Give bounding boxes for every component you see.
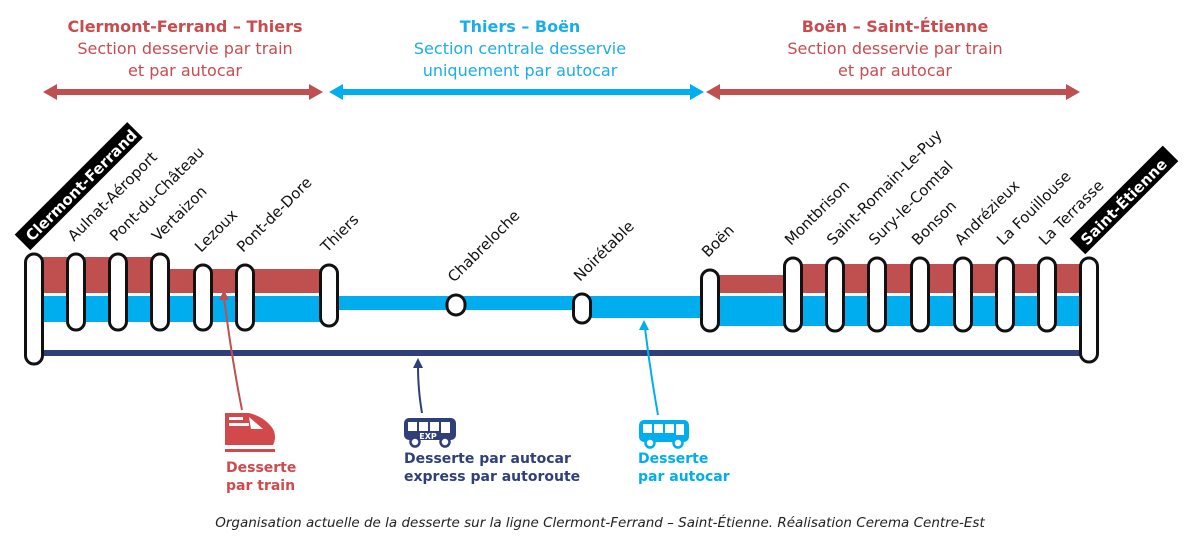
station-marker — [953, 256, 973, 333]
train-icon — [225, 413, 275, 452]
legend-express: Desserte par autocar express par autorou… — [404, 450, 580, 486]
section-header-clermont-thiers: Clermont-Ferrand – Thiers Section desser… — [40, 16, 330, 82]
station-marker — [910, 256, 930, 333]
train-band-upper — [42, 257, 162, 293]
legend-express-line2: express par autoroute — [404, 469, 581, 485]
section-header-thiers-boen: Thiers – Boën Section centrale desservie… — [370, 16, 670, 82]
service-bands — [36, 257, 1088, 356]
station-marker — [700, 268, 720, 333]
station-saint-etienne: Saint-Étienne — [1069, 145, 1179, 364]
station-label: Thiers — [316, 210, 362, 256]
section-title: Boën – Saint-Étienne — [801, 17, 989, 36]
express-line — [36, 350, 1088, 356]
train-band-right-low — [710, 275, 794, 293]
legend-train-line2: par train — [226, 478, 296, 494]
station-label: Boën — [698, 221, 738, 261]
station-marker — [24, 252, 44, 366]
train-leader-line — [223, 297, 243, 411]
station-marker — [150, 252, 170, 332]
autocar-leader-line — [644, 327, 659, 416]
leader-lines — [219, 290, 659, 416]
legend-train-line1: Desserte — [226, 460, 297, 476]
section-arrows — [43, 84, 1080, 100]
station-marker — [867, 256, 887, 333]
station-marker — [445, 293, 467, 317]
section-arrow-clermont-thiers — [43, 84, 323, 100]
legend-train: Desserte par train — [226, 459, 296, 495]
autocar-leader-arrowhead — [639, 320, 649, 330]
section-desc-line2: et par autocar — [837, 61, 952, 80]
legend-autocar-line2: par autocar — [638, 469, 730, 485]
terminus-label-background — [14, 122, 143, 251]
section-desc-line1: Section desservie par train — [77, 39, 293, 58]
station-marker — [995, 256, 1015, 333]
station-label: Noirétable — [570, 217, 638, 285]
autocar-band-mid — [580, 296, 710, 318]
express-leader-line — [417, 365, 423, 414]
station-marker — [193, 263, 213, 332]
section-header-boen-saint-etienne: Boën – Saint-Étienne Section desservie p… — [760, 16, 1030, 82]
express-bus-icon: EXP — [404, 418, 456, 448]
section-arrow-boen-saint-etienne — [706, 84, 1080, 100]
train-leader-arrowhead — [219, 290, 229, 300]
station-label: Chabreloche — [444, 207, 523, 286]
station-label: Lezoux — [191, 206, 241, 256]
section-arrow-thiers-boen — [329, 84, 704, 100]
legend-express-line1: Desserte par autocar — [404, 451, 571, 467]
station-label: Pont-de-Dore — [233, 173, 315, 255]
station-marker — [783, 256, 803, 333]
section-title: Thiers – Boën — [459, 17, 581, 36]
autocar-band-wide-right — [710, 296, 1082, 326]
section-desc-line1: Section desservie par train — [787, 39, 1003, 58]
station-marker — [825, 256, 845, 333]
station-marker — [1079, 256, 1099, 364]
bus-icon — [639, 420, 689, 449]
figure-caption: Organisation actuelle de la desserte sur… — [215, 515, 985, 531]
station-marker — [108, 252, 128, 332]
stations: Clermont-FerrandAulnat-AéroportPont-du-C… — [14, 122, 1179, 366]
station-marker — [66, 252, 86, 332]
section-title: Clermont-Ferrand – Thiers — [67, 17, 303, 36]
terminus-label-background — [1069, 145, 1179, 255]
legend-autocar-line1: Desserte — [638, 451, 709, 467]
station-marker — [572, 292, 592, 325]
section-desc-line1: Section centrale desservie — [413, 39, 627, 58]
express-leader-arrowhead — [413, 358, 423, 368]
station-marker — [235, 263, 255, 332]
section-desc-line2: uniquement par autocar — [422, 61, 618, 80]
exp-badge: EXP — [419, 432, 437, 441]
station-marker — [1037, 256, 1057, 333]
legend-autocar: Desserte par autocar — [638, 450, 730, 486]
station-marker — [319, 263, 339, 328]
autocar-band-wide-left — [42, 296, 328, 322]
section-desc-line2: et par autocar — [127, 61, 242, 80]
